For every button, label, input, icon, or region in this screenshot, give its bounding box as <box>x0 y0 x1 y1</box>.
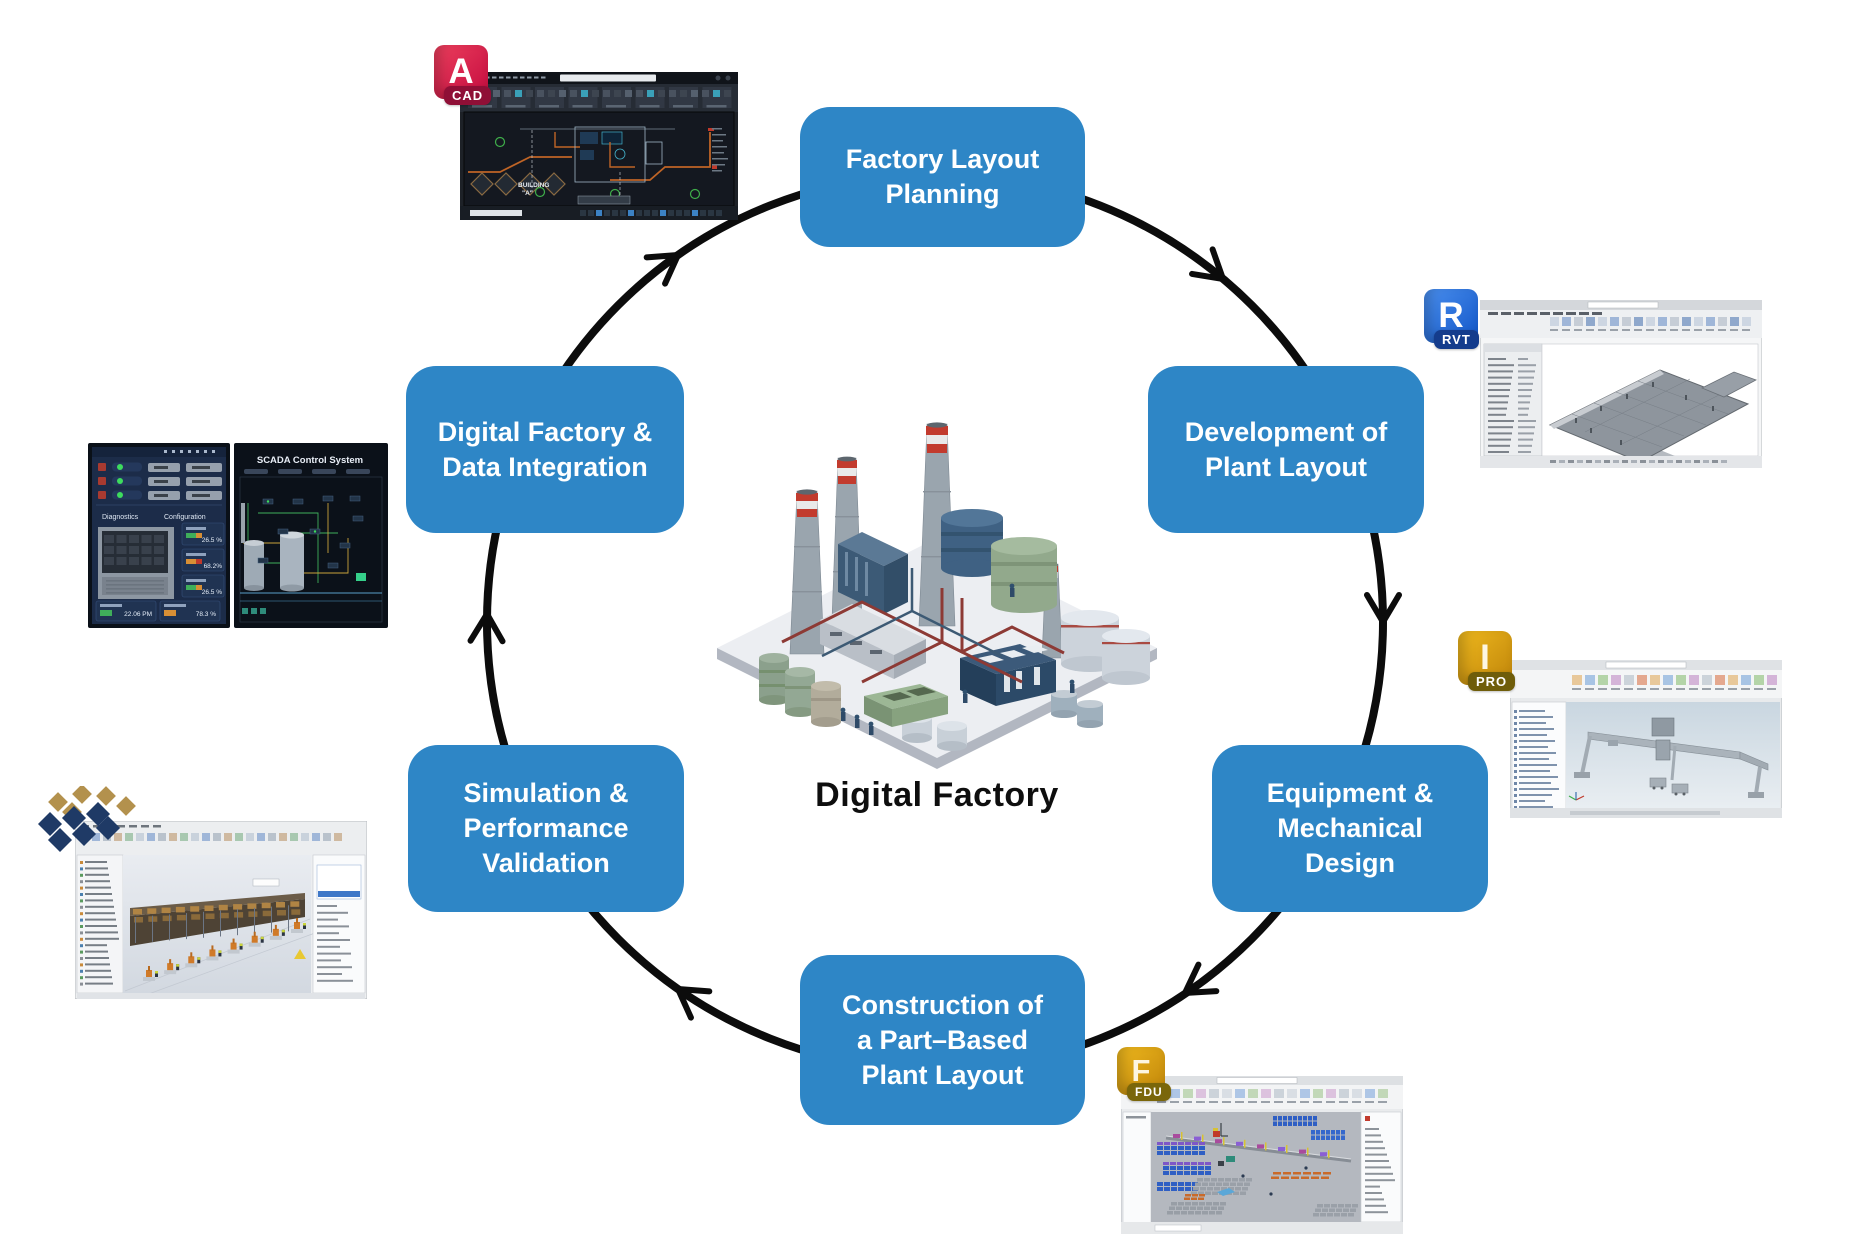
inventor-screenshot <box>1510 660 1782 818</box>
scada-screenshot: Diagnostics Configuration 26.5 % 68.2% 2… <box>88 443 388 628</box>
step-equipment-mechanical-design: Equipment & Mechanical Design <box>1212 745 1488 912</box>
fdu-tag: FDU <box>1127 1083 1171 1101</box>
scada-gauges: 26.5 % 68.2% 26.5 % 22.06 PM 78.3 % <box>95 522 225 622</box>
cad-drawing: BUILDING "A" <box>468 126 728 205</box>
simulation-logo-icon <box>38 786 136 853</box>
simulation-screenshot <box>75 821 367 999</box>
step-simulation-performance-validation: Simulation & Performance Validation <box>408 745 684 912</box>
arrow-icon <box>1189 246 1228 283</box>
footer-value: 78.3 % <box>196 611 216 618</box>
step-factory-layout-planning: Factory Layout Planning <box>800 107 1085 247</box>
step-label: Development of Plant Layout <box>1184 416 1388 482</box>
step-label: Digital Factory & Data Integration <box>437 416 653 482</box>
fdu-screenshot <box>1121 1076 1403 1234</box>
autocad-screenshot: BUILDING "A" <box>460 72 738 220</box>
gauge-value: 68.2% <box>204 563 223 570</box>
fdu-badge-icon: F FDU <box>1117 1047 1173 1101</box>
step-construction-part-based-layout: Construction of a Part–Based Plant Layou… <box>800 955 1085 1125</box>
step-label: Construction of a Part–Based Plant Layou… <box>842 989 1043 1090</box>
storage-tanks <box>759 509 1150 751</box>
step-digital-factory-data-integration: Digital Factory & Data Integration <box>406 366 684 533</box>
factory-illustration <box>717 422 1157 769</box>
flow-arrow-icons <box>467 246 1402 1021</box>
gauge-value: 26.5 % <box>202 537 222 544</box>
center-label: Digital Factory <box>815 776 1059 814</box>
configuration-label[interactable]: Configuration <box>164 514 206 521</box>
scada-led-rows <box>98 462 222 500</box>
scada-title: SCADA Control System <box>257 455 363 466</box>
arrow-icon <box>673 985 713 1021</box>
building-label-line2: "A" <box>522 190 533 197</box>
scada-process-diagram <box>240 495 382 614</box>
forklift <box>1213 1123 1228 1137</box>
simulation-3d-view <box>124 878 316 999</box>
arrow-icon <box>1364 592 1402 628</box>
gauge-value: 26.5 % <box>202 589 222 596</box>
footer-value: 22.06 PM <box>124 611 152 618</box>
revit-screenshot <box>1480 300 1762 468</box>
buildings <box>820 532 1056 727</box>
autocad-badge-icon: A CAD <box>434 45 492 105</box>
fdu-layout-model <box>1157 1116 1358 1217</box>
step-label: Factory Layout Planning <box>845 144 1040 209</box>
step-label: Equipment & Mechanical Design <box>1266 778 1434 878</box>
building-label-line1: BUILDING <box>518 182 549 189</box>
orientation-triad-icon <box>1568 792 1585 801</box>
revit-badge-icon: R RVT <box>1424 289 1480 349</box>
pipes <box>781 568 1065 684</box>
revit-tag: RVT <box>1434 330 1479 349</box>
step-development-plant-layout: Development of Plant Layout <box>1148 366 1424 533</box>
arrow-icon <box>1180 961 1220 997</box>
inventor-badge-icon: I PRO <box>1458 631 1516 691</box>
arrow-icon <box>467 608 506 645</box>
autocad-tag: CAD <box>444 86 492 105</box>
inventor-gantry-model <box>1568 717 1769 801</box>
diagnostics-label[interactable]: Diagnostics <box>102 514 139 521</box>
people <box>840 583 1075 735</box>
arrow-icon <box>643 251 683 287</box>
step-label: Simulation & Performance Validation <box>463 778 629 878</box>
plc-cabinet <box>98 527 174 599</box>
inventor-tag: PRO <box>1468 672 1516 691</box>
